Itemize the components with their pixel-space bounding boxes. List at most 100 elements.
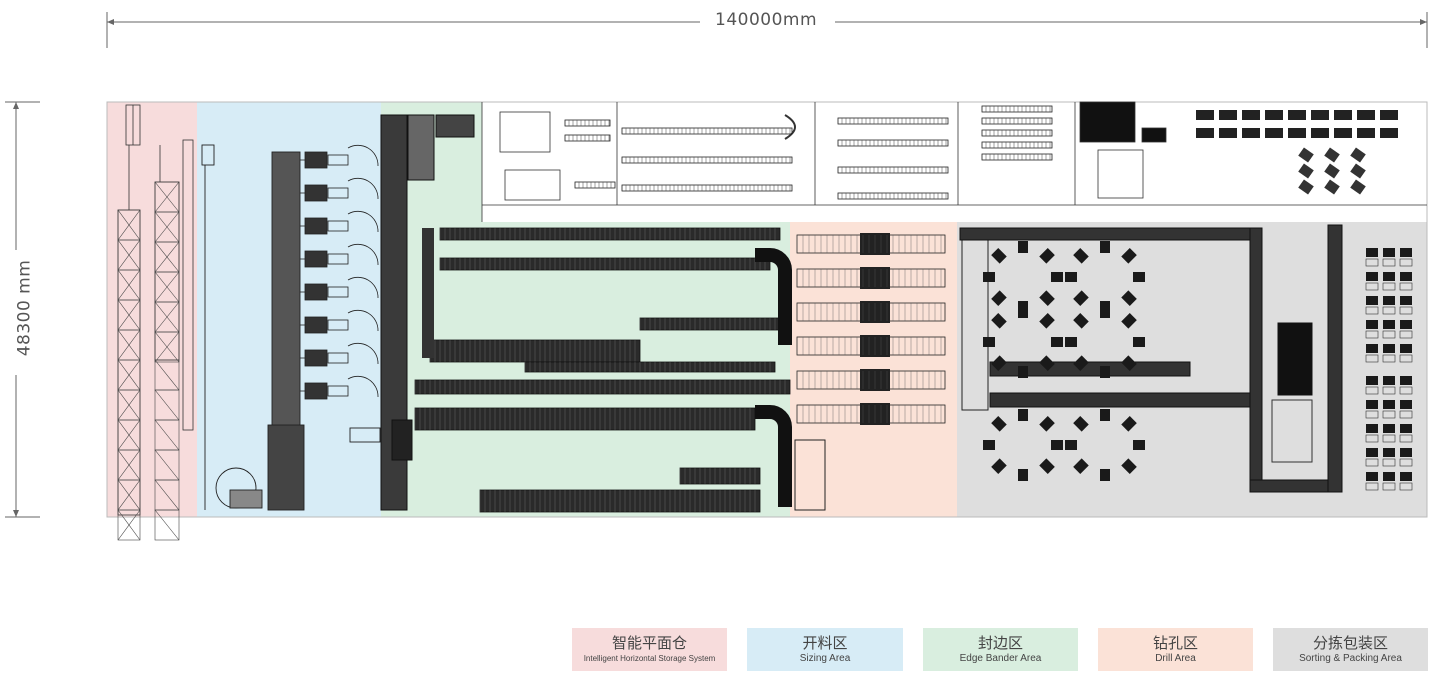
panel-saw [300, 375, 379, 400]
packing-station [1382, 282, 1396, 291]
legend-item-storage: 智能平面仓 Intelligent Horizontal Storage Sys… [572, 628, 727, 671]
packing-desk [1196, 110, 1214, 120]
storage-rack-cells [117, 181, 180, 541]
panel-saw [300, 309, 379, 334]
office-conveyor [564, 119, 611, 127]
packing-station [1365, 306, 1379, 315]
packing-station [1400, 376, 1412, 385]
packing-station [1383, 344, 1395, 353]
office-conveyor [621, 127, 793, 135]
office-conveyor [981, 141, 1053, 149]
packing-desk [1334, 128, 1352, 138]
packing-station [1365, 282, 1379, 291]
packing-desk [1288, 110, 1306, 120]
packing-station [1400, 448, 1412, 457]
edge-bander-feed [380, 114, 475, 511]
rack-cell [154, 331, 180, 363]
width-dimension [106, 12, 1428, 48]
packing-station [1365, 434, 1379, 443]
legend-drill-zh: 钻孔区 [1152, 634, 1198, 652]
zone-backgrounds [106, 101, 1428, 518]
packing-station [1400, 320, 1412, 329]
site-outline [106, 101, 1428, 518]
rack-cell [154, 301, 180, 333]
legend-item-sorting-packing: 分拣包装区 Sorting & Packing Area [1273, 628, 1428, 671]
panel-saw [300, 210, 379, 235]
packing-desk [1324, 147, 1340, 163]
packing-station [1383, 448, 1395, 457]
packing-station [1383, 296, 1395, 305]
office-conveyor [837, 117, 949, 125]
drill-buffer [794, 439, 826, 511]
width-dimension-label: 140000mm [707, 10, 826, 30]
rack-cell [117, 509, 141, 541]
packing-desk [1380, 110, 1398, 120]
robot-cell [1065, 306, 1145, 378]
legend-sizing-zh: 开料区 [802, 634, 848, 652]
legend-storage-zh: 智能平面仓 [611, 634, 687, 652]
packing-station [1365, 482, 1379, 491]
packing-station [1383, 400, 1395, 409]
edge-bander-line [679, 467, 761, 485]
packing-desk-array [1196, 110, 1398, 195]
packing-station [1399, 258, 1413, 267]
legend-edge-bander-zh: 封边区 [977, 634, 1023, 652]
packing-desk [1324, 179, 1340, 195]
packing-station [1366, 296, 1378, 305]
packing-station [1400, 472, 1412, 481]
legend-item-sizing: 开料区 Sizing Area [747, 628, 903, 671]
packing-station [1400, 272, 1412, 281]
packing-station [1366, 472, 1378, 481]
sorting-conveyors [959, 224, 1343, 493]
packing-desk [1357, 128, 1375, 138]
rack-cell [117, 449, 141, 481]
packing-station [1400, 248, 1412, 257]
office-conveyor [837, 192, 949, 200]
drill-machine [796, 403, 946, 425]
office-area-lines [481, 101, 1427, 222]
legend-storage-en: Intelligent Horizontal Storage System [583, 654, 716, 663]
panel-saw [300, 276, 379, 301]
legend-drill-en: Drill Area [1155, 653, 1196, 664]
packing-station [1382, 458, 1396, 467]
packing-station [1382, 330, 1396, 339]
edge-bander-line [439, 257, 771, 271]
legend-item-drill: 钻孔区 Drill Area [1098, 628, 1253, 671]
packing-station [1366, 320, 1378, 329]
drill-machine-rows [794, 233, 989, 511]
edge-bander-line [422, 228, 434, 358]
packing-desk [1242, 110, 1260, 120]
office-conveyor [621, 184, 793, 192]
rack-cell [154, 509, 180, 541]
panel-saw [300, 144, 379, 169]
edge-bander-line [414, 379, 791, 395]
robot-cell [983, 306, 1063, 378]
packing-desk [1350, 147, 1366, 163]
packing-desk [1265, 128, 1283, 138]
packing-station [1399, 458, 1413, 467]
packing-station [1366, 344, 1378, 353]
conveyor-bend [755, 405, 792, 507]
packing-station [1365, 410, 1379, 419]
packing-station [1399, 410, 1413, 419]
height-dimension [5, 101, 40, 518]
panel-saw [300, 177, 379, 202]
zone-unassigned [482, 102, 1427, 222]
office-conveyor [621, 156, 793, 164]
drill-machine [796, 301, 946, 323]
packing-desk [1357, 110, 1375, 120]
packing-desk [1196, 128, 1214, 138]
office-conveyor [981, 129, 1053, 137]
edge-bander-line [639, 317, 781, 331]
packing-desk [1242, 128, 1260, 138]
legend-sorting-zh: 分拣包装区 [1312, 634, 1388, 652]
office-conveyor [981, 105, 1053, 113]
packing-station [1366, 376, 1378, 385]
packing-station [1399, 386, 1413, 395]
office-conveyor [981, 153, 1053, 161]
office-conveyor [837, 139, 949, 147]
packing-station [1382, 386, 1396, 395]
packing-desk [1380, 128, 1398, 138]
packing-desk [1219, 110, 1237, 120]
